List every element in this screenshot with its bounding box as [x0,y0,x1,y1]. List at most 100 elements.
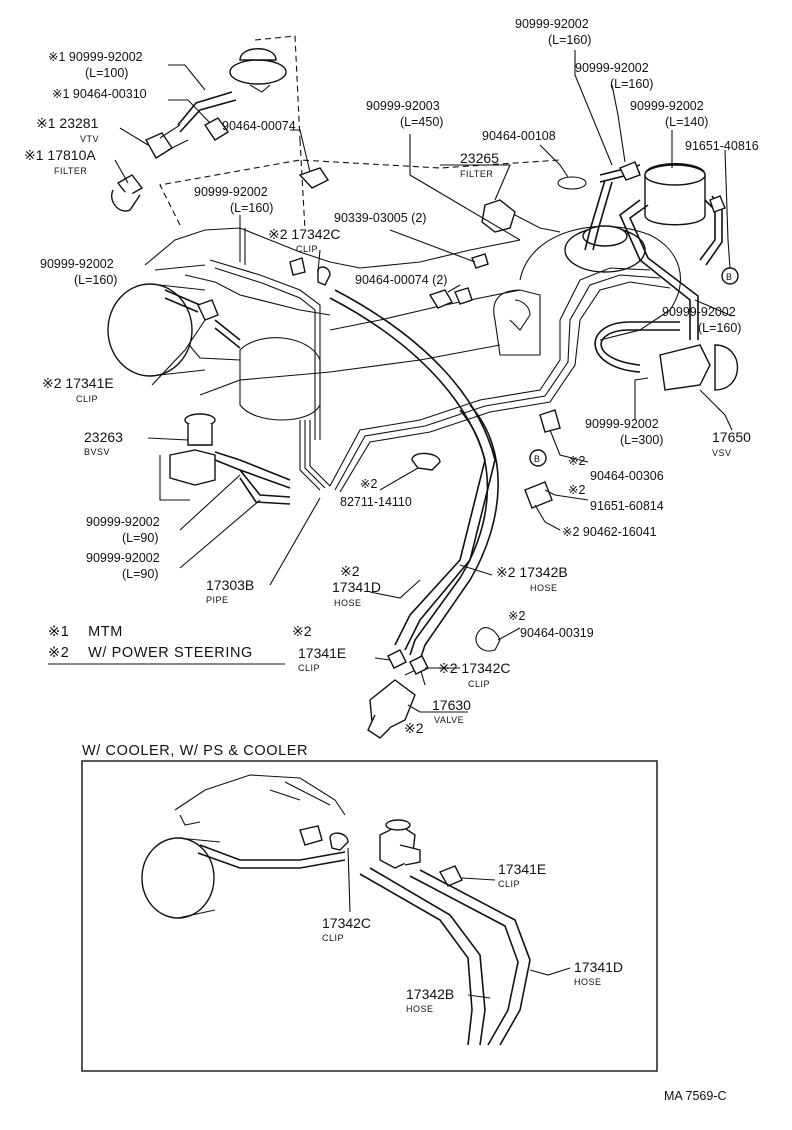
inset-cooler: W/ COOLER, W/ PS & COOLER 17341E CLIP 17… [81,743,658,1072]
part-number: 90464-00074 (2) [355,273,447,287]
svg-text:※2: ※2 [340,563,360,579]
leader-lines [114,50,739,713]
part-name: HOSE [334,598,362,608]
hose-length: (L=140) [665,115,708,129]
label-mark: ※2 [268,226,288,242]
part-name: CLIP [298,663,320,673]
part-number: 90462-16041 [583,525,657,539]
hose-length: (L=160) [74,273,117,287]
svg-text:※2 17341E: ※2 17341E [42,375,114,391]
svg-text:※2 W/ POWER STEERING: ※2 W/ POWER STEERING [48,645,253,661]
svg-text:※2: ※2 [360,477,377,491]
label-mark: ※2 [404,720,424,736]
connector-b-mark: B [534,454,541,464]
part-number: 90999-92002 [630,99,704,113]
part-name: FILTER [460,169,493,179]
legend-text-2: W/ POWER STEERING [88,645,253,661]
label-mark: ※2 [568,454,585,468]
svg-text:※1 90999-92002: ※1 90999-92002 [48,50,143,64]
part-number: 17341D [332,579,381,595]
svg-text:※2 17342C: ※2 17342C [438,660,510,676]
part-name: BVSV [84,447,110,457]
part-name: VSV [712,448,732,458]
svg-text:※2 17342B: ※2 17342B [496,564,568,580]
svg-text:※2: ※2 [508,609,525,623]
label-mark: ※1 [48,50,65,64]
part-number: 90339-03005 (2) [334,211,426,225]
part-name: CLIP [468,679,490,689]
part-name: HOSE [406,1004,434,1014]
part-number: 90999-92002 [86,515,160,529]
label-mark: ※2 [568,483,585,497]
part-number: 17341D [574,959,623,975]
hose-length: (L=90) [122,567,158,581]
legend-mark-2: ※2 [48,645,69,661]
part-name: CLIP [76,394,98,404]
label-mark: ※2 [360,477,377,491]
svg-text:※2 17342C: ※2 17342C [268,226,340,242]
part-number: 17341E [498,861,546,877]
part-number: 90999-92002 [194,185,268,199]
label-mark: ※1 [52,87,69,101]
svg-text:※1 23281: ※1 23281 [36,115,99,131]
figure-code: MA 7569-C [664,1089,727,1103]
svg-text:※2: ※2 [292,623,312,639]
label-mark: ※1 [36,115,56,131]
svg-text:※2: ※2 [404,720,424,736]
svg-text:※1 MTM: ※1 MTM [48,624,123,640]
label-mark: ※1 [24,147,44,163]
label-mark: ※2 [562,525,579,539]
svg-text:※1 17810A: ※1 17810A [24,147,96,163]
part-name: FILTER [54,166,87,176]
part-name: CLIP [296,244,318,254]
inset-title: W/ COOLER, W/ PS & COOLER [82,743,308,759]
part-number: 23263 [84,429,123,445]
hose-length: (L=160) [610,77,653,91]
svg-text:※2 90462-16041: ※2 90462-16041 [562,525,657,539]
part-number: 90464-00319 [520,626,594,640]
part-number: 17303B [206,577,254,593]
part-number: 17342B [406,986,454,1002]
part-number: 91651-60814 [590,499,664,513]
part-name: CLIP [322,933,344,943]
part-number: 90999-92002 [585,417,659,431]
part-number: 17342C [461,660,510,676]
svg-text:※2: ※2 [568,483,585,497]
part-number: 17650 [712,429,751,445]
engine-outline [107,35,739,739]
part-number: 82711-14110 [340,495,412,509]
label-mark: ※2 [496,564,516,580]
part-labels: ※1 90999-92002 (L=100) ※1 90464-00310 ※1… [24,17,759,736]
part-name: CLIP [498,879,520,889]
part-name: HOSE [574,977,602,987]
hose-length: (L=90) [122,531,158,545]
label-mark: ※2 [438,660,458,676]
svg-text:※1 90464-00310: ※1 90464-00310 [52,87,147,101]
part-number: 90464-00108 [482,129,556,143]
part-number: 90464-00310 [73,87,147,101]
part-number: 90999-92002 [662,305,736,319]
part-name: PIPE [206,595,229,605]
part-number: 23281 [59,115,98,131]
part-number: 17342B [519,564,567,580]
hose-length: (L=450) [400,115,443,129]
svg-text:※2: ※2 [568,454,585,468]
legend: ※1 MTM ※2 W/ POWER STEERING [48,624,285,665]
label-mark: ※2 [508,609,525,623]
part-number: 90999-92002 [575,61,649,75]
part-number: 91651-40816 [685,139,759,153]
hose-length: (L=160) [230,201,273,215]
vacuum-hoses [164,161,726,675]
part-name: VTV [80,134,99,144]
part-number: 90464-00306 [590,469,664,483]
part-name: HOSE [530,583,558,593]
part-number: 17810A [47,147,96,163]
part-number: 90999-92003 [366,99,440,113]
part-number: 90999-92002 [86,551,160,565]
hose-length: (L=160) [698,321,741,335]
connector-b-mark: B [726,272,733,282]
part-number: 17630 [432,697,471,713]
hose-length: (L=300) [620,433,663,447]
part-number: 23265 [460,150,499,166]
